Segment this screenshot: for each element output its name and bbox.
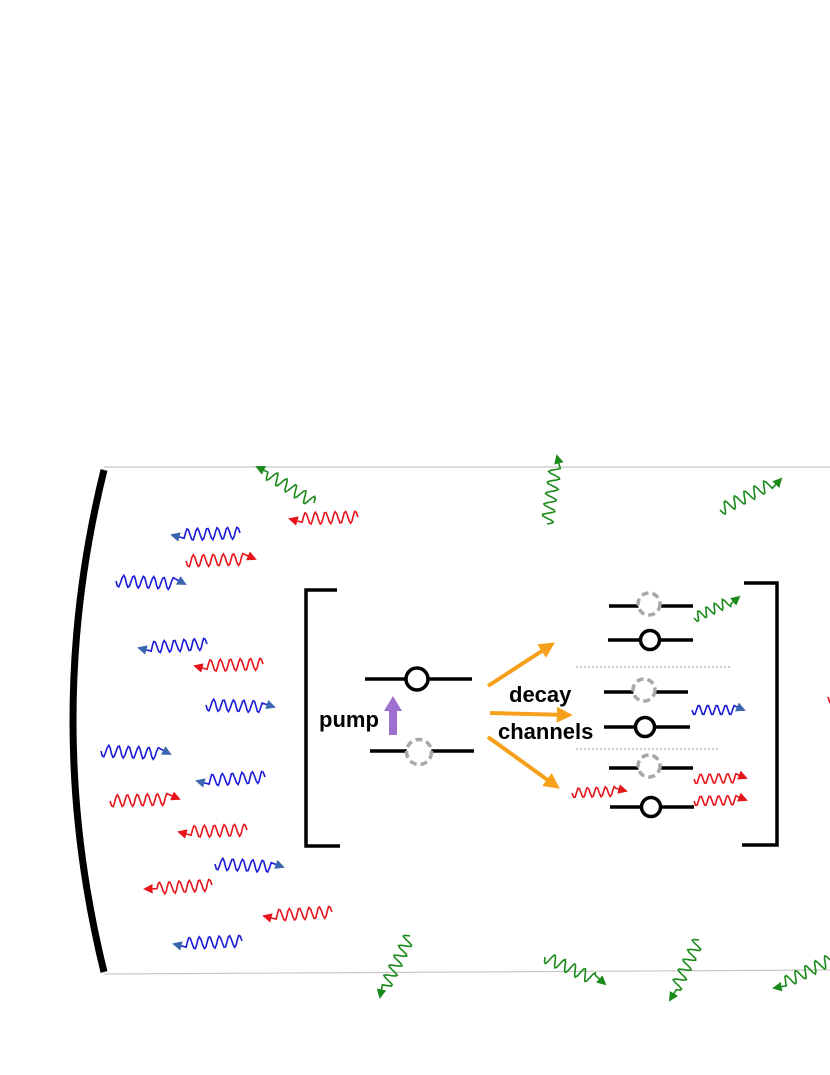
dashed-circle-icon [631,677,657,703]
dashed-circle-icon [404,737,434,767]
blue-photon-arrow [172,934,243,951]
blue-photon-arrow [100,743,172,761]
blue-photon-arrow [115,573,187,591]
blue-photon-arrow [137,637,208,655]
blue-photon-arrow [170,526,241,542]
green-photon-arrow [376,934,413,999]
open-circle-icon [639,795,663,819]
decay-arrow-bottom [486,735,560,789]
pump-label: pump [319,707,379,732]
dashed-circle-icon [636,591,662,617]
channels-label: channels [498,719,593,744]
decay-arrow-middle [489,706,573,723]
green-photon-arrow [255,465,317,505]
blue-photon-arrow [691,702,746,716]
left-bracket [304,588,340,848]
curved-mirror-icon [69,469,108,973]
green-photon-arrow [719,477,783,516]
red-photon-arrow [693,792,748,807]
green-photon-arrow [693,595,741,623]
red-photon-arrow [288,510,359,526]
red-photon-arrow [143,878,213,896]
photon-arrows [100,454,830,1002]
green-photon-arrow [541,454,564,525]
pump-arrow [384,696,402,735]
cavity-bottom-edge [103,969,830,975]
green-photon-arrow [543,954,607,986]
open-circle-icon [638,628,662,652]
open-circle-icon [404,666,430,692]
red-photon-arrow [571,784,628,799]
red-photon-arrow [109,791,181,808]
red-photon-arrow [693,770,748,785]
red-photon-arrow [193,657,264,673]
blue-photon-arrow [205,697,276,714]
blue-photon-arrow [195,770,266,788]
dashed-circle-icon [636,753,662,779]
red-photon-arrow [177,823,248,839]
right-bracket [742,581,779,847]
decay-arrow-top [486,642,556,688]
green-photon-arrow [772,954,830,992]
green-photon-arrow [668,938,702,1002]
open-circle-icon [633,715,657,739]
red-photon-arrow [185,551,257,568]
blue-photon-arrow [214,856,285,874]
red-photon-arrow [262,905,333,923]
decay-label: decay [509,682,572,707]
